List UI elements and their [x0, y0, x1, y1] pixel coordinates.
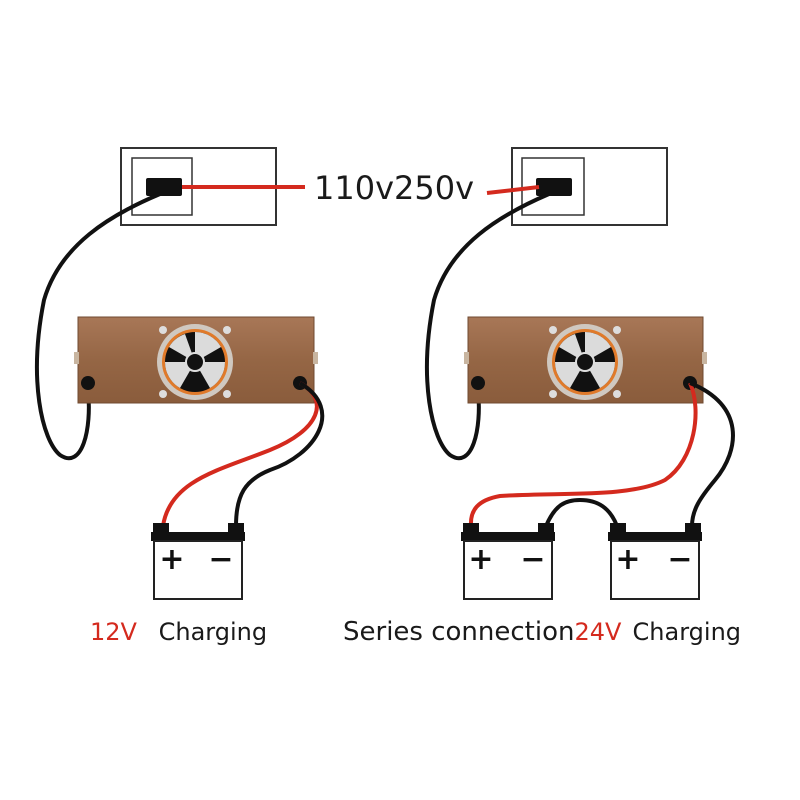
right-plug [536, 178, 572, 196]
right-battery-2-positive-label: + [615, 542, 640, 577]
right-caption: Series connection24V Charging [343, 617, 741, 647]
right-battery-2: + − [608, 523, 702, 600]
series-link-cable [544, 497, 619, 527]
right-voltage-label: 24V [574, 618, 622, 646]
right-power-cord [424, 192, 550, 461]
left-fan-icon [157, 324, 233, 400]
right-fan-icon [547, 324, 623, 400]
series-connection-label: Series connection [343, 617, 574, 647]
left-charging-label: Charging [159, 618, 267, 646]
right-battery-2-negative-label: − [667, 542, 692, 577]
right-positive-cable [468, 382, 698, 527]
supply-pointer-right [486, 185, 540, 195]
right-battery-1: + − [461, 523, 555, 600]
right-setup: + − + − [424, 147, 735, 600]
left-plug [146, 178, 182, 196]
right-charging-label: Charging [633, 618, 741, 646]
left-power-cord [34, 192, 161, 461]
right-battery-1-positive-label: + [468, 542, 493, 577]
right-wall-outlet [511, 147, 668, 226]
right-negative-cable [689, 381, 735, 527]
left-negative-cable [234, 381, 325, 527]
right-battery-1-negative-label: − [520, 542, 545, 577]
left-battery: + − [151, 523, 245, 600]
left-battery-negative-label: − [208, 542, 233, 577]
left-battery-positive-label: + [159, 542, 184, 577]
left-voltage-label: 12V [90, 618, 138, 646]
supply-voltage-label: 110v250v [314, 169, 474, 207]
left-caption: 12V Charging [90, 618, 267, 646]
left-charger [74, 316, 318, 404]
left-positive-cable [161, 381, 319, 527]
right-charger [464, 316, 707, 404]
left-setup: + − [34, 147, 325, 600]
